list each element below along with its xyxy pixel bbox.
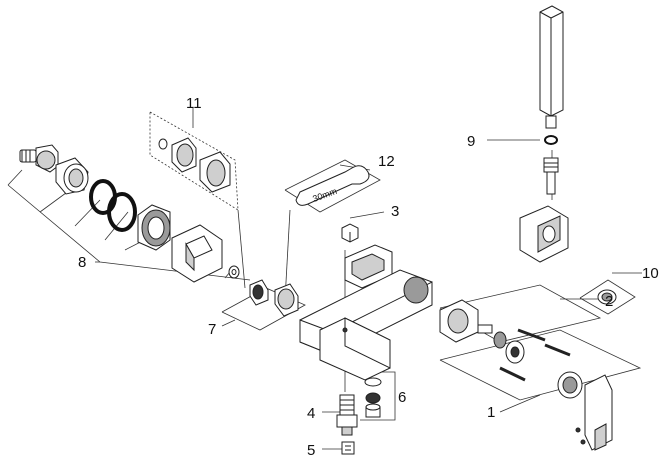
cap-part-3 [341, 223, 359, 243]
callout-6: 6 [398, 389, 406, 406]
callout-7: 7 [208, 321, 216, 338]
callout-2: 2 [605, 293, 613, 310]
callout-8: 8 [78, 254, 86, 271]
square-rosette-part [171, 224, 223, 283]
ring-set-6 [364, 377, 382, 418]
callout-9: 9 [467, 133, 475, 150]
callout-3: 3 [391, 203, 399, 220]
group-11-parts [158, 137, 231, 193]
sleeve-part [55, 157, 89, 195]
group-10-part [597, 289, 617, 305]
callout-12: 12 [378, 153, 395, 170]
small-washer-part [228, 265, 240, 279]
washer-9 [544, 135, 558, 145]
o-ring-large [89, 179, 117, 215]
callout-labels: 11 12 3 9 10 2 8 7 6 4 5 1 [78, 95, 659, 459]
hand-shower [539, 5, 564, 129]
mixer-body [299, 244, 433, 381]
thermostat-cartridge [439, 299, 525, 364]
cartridge-part [19, 144, 59, 173]
group-7-parts [249, 279, 299, 317]
screws-group-2 [499, 328, 571, 382]
threaded-nut-part [137, 204, 171, 251]
callout-4: 4 [307, 405, 315, 422]
screw-part-5 [341, 441, 355, 455]
callout-10: 10 [642, 265, 659, 282]
callout-11: 11 [186, 95, 202, 112]
callout-5: 5 [307, 442, 315, 459]
wrench-tool: 30mm [295, 165, 370, 206]
o-ring-outer [107, 192, 137, 232]
callout-1: 1 [487, 404, 495, 421]
handle-group-1 [557, 371, 613, 451]
diverter-cartridge-4 [336, 394, 358, 436]
hose-nut [543, 157, 559, 195]
shower-holder [519, 205, 569, 263]
